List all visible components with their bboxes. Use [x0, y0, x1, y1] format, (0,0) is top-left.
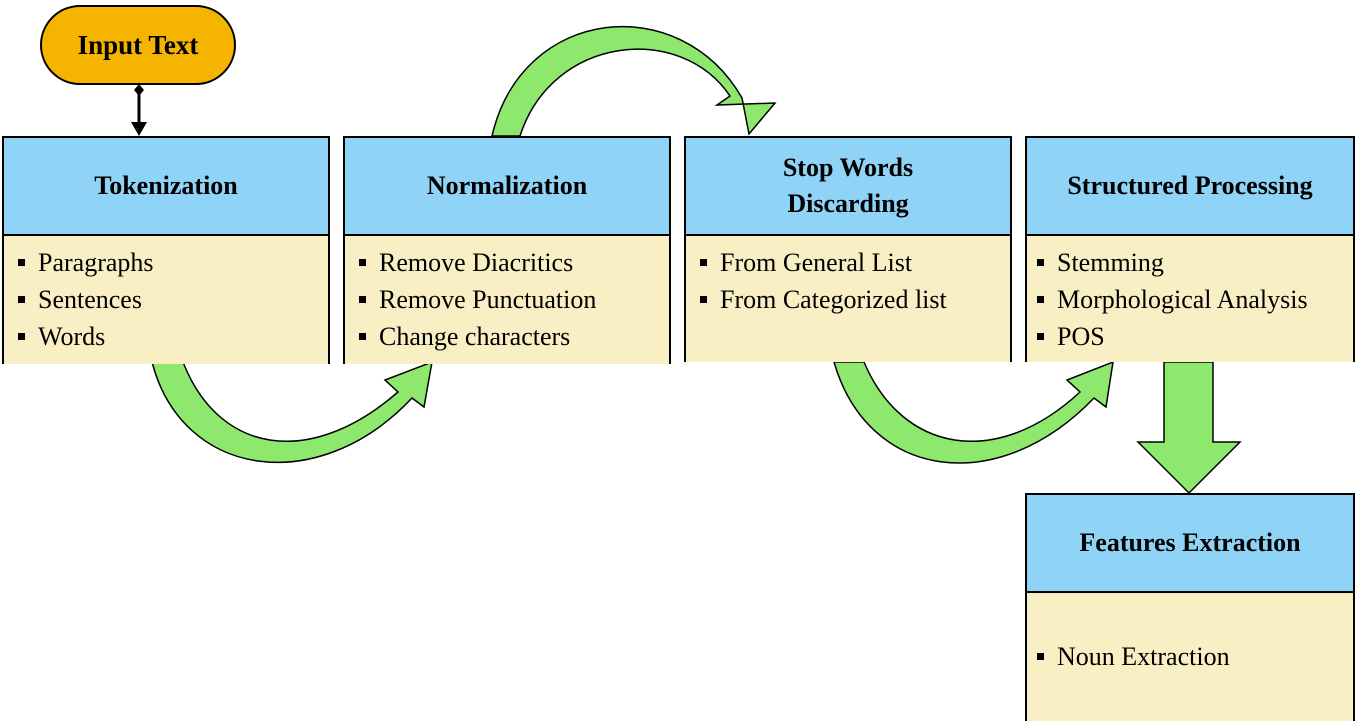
square-bullet-icon	[359, 259, 366, 266]
stage-stop-words-header: Stop Words Discarding	[686, 138, 1010, 236]
square-bullet-icon	[1037, 296, 1044, 303]
list-item: Remove Punctuation	[359, 281, 669, 318]
stage-normalization-header: Normalization	[345, 138, 669, 236]
square-bullet-icon	[359, 296, 366, 303]
square-bullet-icon	[1037, 259, 1044, 266]
square-bullet-icon	[1037, 333, 1044, 340]
stage-stop-words-title-line1: Stop Words	[782, 153, 914, 182]
arrow-normalization-to-stopwords	[491, 25, 777, 137]
stage-structured-title: Structured Processing	[1067, 171, 1313, 200]
stage-features-body: Noun Extraction	[1027, 593, 1353, 721]
stage-normalization-title: Normalization	[426, 171, 588, 200]
arrow-tokenization-to-normalization	[151, 360, 433, 464]
start-connector	[131, 84, 147, 136]
list-item: Paragraphs	[18, 244, 328, 281]
list-item: Morphological Analysis	[1037, 281, 1353, 318]
arrow-structured-to-features	[1136, 361, 1242, 495]
square-bullet-icon	[1037, 653, 1044, 660]
square-bullet-icon	[700, 259, 707, 266]
input-text-node: Input Text	[40, 5, 236, 85]
stage-structured-header: Structured Processing	[1027, 138, 1353, 236]
stage-features-title: Features Extraction	[1079, 528, 1301, 557]
stage-structured-processing: Structured Processing Stemming Morpholog…	[1025, 136, 1355, 362]
list-item: Sentences	[18, 281, 328, 318]
list-item: Noun Extraction	[1037, 638, 1353, 675]
stage-features-extraction: Features Extraction Noun Extraction	[1025, 493, 1355, 721]
stage-features-header: Features Extraction	[1027, 495, 1353, 593]
list-item: From Categorized list	[700, 281, 1010, 318]
stage-stop-words: Stop Words Discarding From General List …	[684, 136, 1012, 362]
stage-stop-words-title-line2: Discarding	[787, 189, 909, 218]
input-text-label: Input Text	[77, 29, 199, 60]
stage-tokenization-header: Tokenization	[4, 138, 328, 236]
square-bullet-icon	[18, 333, 25, 340]
stage-tokenization-title: Tokenization	[94, 171, 238, 200]
list-item: Change characters	[359, 318, 669, 355]
square-bullet-icon	[18, 259, 25, 266]
arrow-stopwords-to-structured	[833, 360, 1114, 464]
list-item: POS	[1037, 318, 1353, 355]
list-item: Words	[18, 318, 328, 355]
stage-structured-body: Stemming Morphological Analysis POS	[1027, 236, 1353, 362]
stage-normalization-body: Remove Diacritics Remove Punctuation Cha…	[345, 236, 669, 364]
stage-normalization: Normalization Remove Diacritics Remove P…	[343, 136, 671, 364]
square-bullet-icon	[359, 333, 366, 340]
stage-tokenization: Tokenization Paragraphs Sentences Words	[2, 136, 330, 364]
square-bullet-icon	[700, 296, 707, 303]
stage-tokenization-body: Paragraphs Sentences Words	[4, 236, 328, 364]
square-bullet-icon	[18, 296, 25, 303]
list-item: Remove Diacritics	[359, 244, 669, 281]
list-item: Stemming	[1037, 244, 1353, 281]
list-item: From General List	[700, 244, 1010, 281]
stage-stop-words-body: From General List From Categorized list	[686, 236, 1010, 362]
